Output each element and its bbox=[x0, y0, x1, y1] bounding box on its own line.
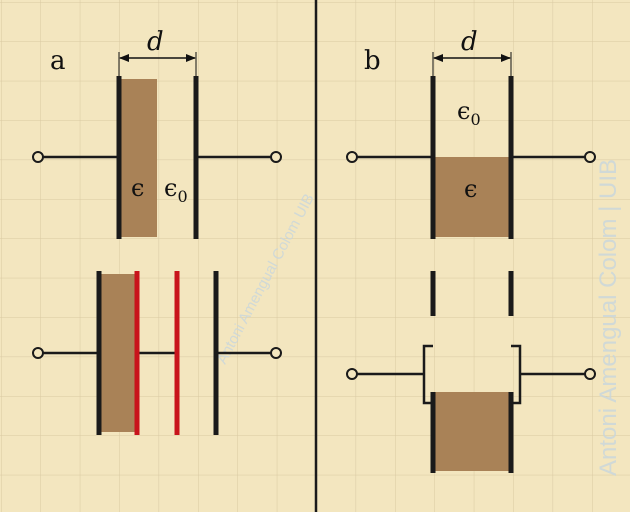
terminal-right-b bbox=[584, 151, 596, 163]
distance-label-a: d bbox=[147, 27, 164, 57]
terminal-right-a-equivalent bbox=[270, 347, 282, 359]
terminal-left-b-equivalent bbox=[346, 368, 358, 380]
epsilon0-label-b: ϵ0 bbox=[457, 97, 481, 129]
dielectric-slab-b bbox=[433, 157, 511, 237]
terminal-right-b-equivalent bbox=[584, 368, 596, 380]
epsilon-label-b: ϵ bbox=[464, 175, 477, 203]
terminal-right-a bbox=[270, 151, 282, 163]
panel-a: a d ϵ ϵ0 bbox=[32, 27, 282, 435]
panel-label-b: b bbox=[364, 46, 381, 76]
dielectric-slab-a-equivalent bbox=[99, 274, 137, 432]
panel-b: b d ϵ0 ϵ bbox=[346, 27, 596, 473]
dielectric-slab-a bbox=[119, 79, 157, 237]
terminal-left-b bbox=[346, 151, 358, 163]
dielectric-slab-b-equivalent bbox=[433, 392, 511, 471]
terminal-left-a-equivalent bbox=[32, 347, 44, 359]
side-watermark: Antoni Amengual Colom | UIB bbox=[595, 159, 622, 476]
panel-label-a: a bbox=[50, 46, 66, 76]
terminal-left-a bbox=[32, 151, 44, 163]
epsilon0-label-a: ϵ0 bbox=[164, 174, 188, 206]
distance-label-b: d bbox=[461, 27, 478, 57]
epsilon-label-a: ϵ bbox=[131, 174, 144, 202]
